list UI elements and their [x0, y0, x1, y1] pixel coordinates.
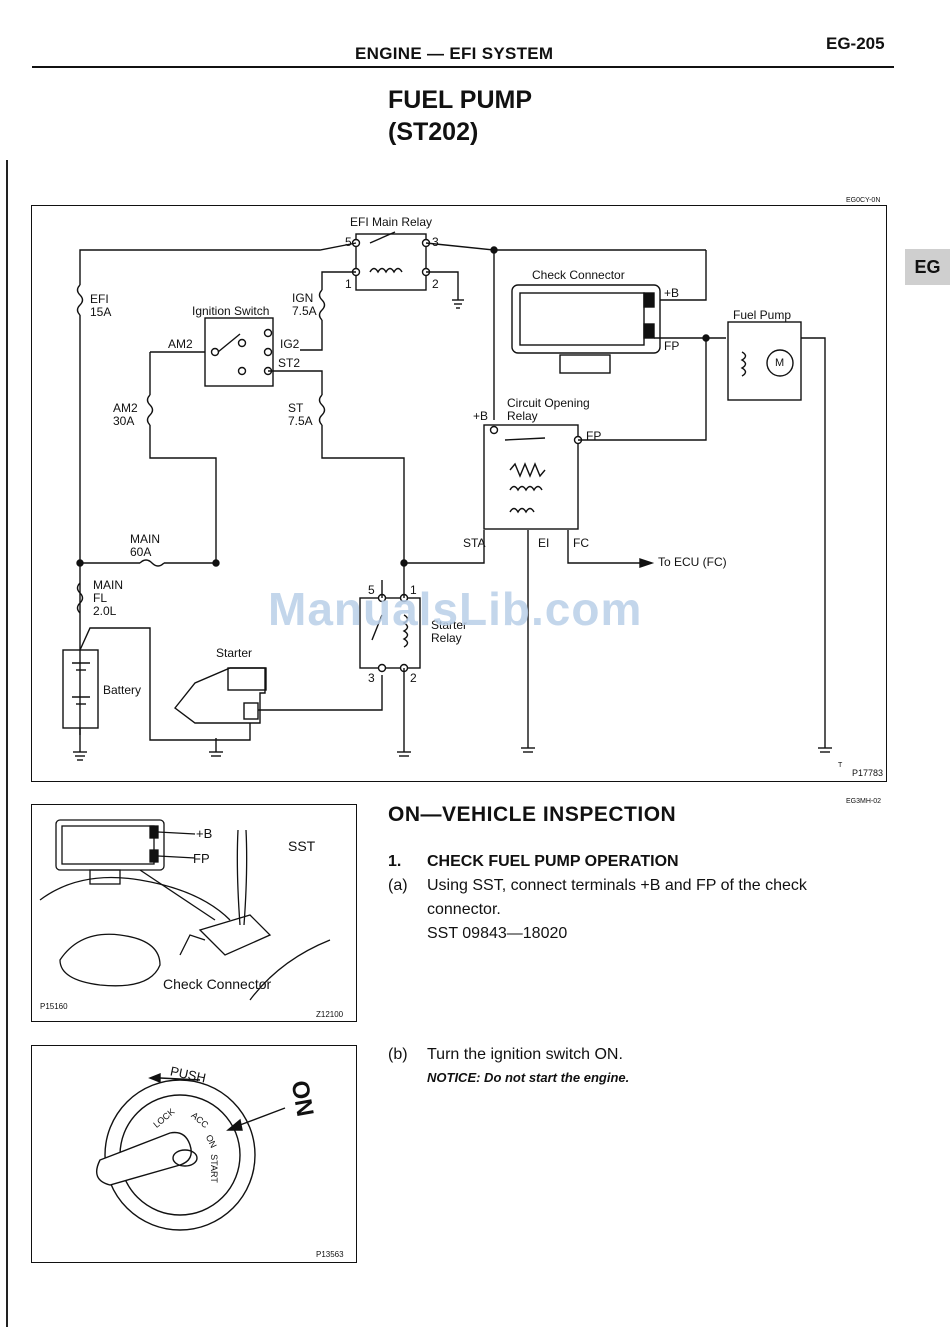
- starter-relay-pin-2: 2: [410, 671, 417, 685]
- motor-label: M: [775, 357, 785, 369]
- connector-plus-b: +B: [664, 286, 680, 300]
- to-ecu-label: To ECU (FC): [658, 555, 727, 569]
- starter-relay-pin-5: 5: [368, 583, 375, 597]
- connector-fp: FP: [664, 339, 680, 353]
- ignition-key-figure: [31, 1045, 357, 1263]
- step-a-line3: SST 09843—18020: [427, 925, 568, 942]
- am2-fuse-label: AM2: [113, 401, 138, 415]
- main-fl-label-3: 2.0L: [93, 604, 117, 618]
- step-a-line2: connector.: [427, 901, 501, 918]
- diagram-figure-id: P17783: [852, 768, 884, 778]
- step1-number: 1.: [388, 853, 402, 870]
- starter-label: Starter: [216, 646, 253, 660]
- header-rule: [32, 66, 894, 68]
- sta-label: STA: [463, 536, 486, 550]
- efi-fuse-amp: 15A: [90, 305, 112, 319]
- main-fuse-amp: 60A: [130, 545, 152, 559]
- check-connector-figure: [31, 804, 357, 1022]
- am2-label: AM2: [168, 337, 193, 351]
- relay-pin-5: 5: [345, 235, 352, 249]
- fig1-fp: FP: [193, 851, 210, 866]
- starter-relay-pin-1: 1: [410, 583, 417, 597]
- diagram-code: EG0CY-0N: [846, 197, 881, 204]
- circuit-opening-relay-label-2: Relay: [507, 409, 538, 423]
- fig1-caption: Check Connector: [163, 976, 272, 992]
- main-fl-label-2: FL: [93, 591, 108, 605]
- st2-label: ST2: [278, 356, 301, 370]
- inspection-code: EG3MH-02: [846, 798, 882, 805]
- st-fuse-label: ST: [288, 401, 304, 415]
- ei-label: EI: [538, 536, 550, 550]
- section-title-line1: FUEL PUMP: [388, 86, 532, 114]
- watermark: ManualsLib.com: [268, 583, 643, 635]
- side-tab[interactable]: EG: [905, 249, 950, 285]
- relay-pin-2: 2: [432, 277, 439, 291]
- circuit-opening-relay-box: [483, 424, 579, 530]
- page-number: EG-205: [826, 34, 885, 53]
- check-connector-label: Check Connector: [532, 268, 625, 282]
- relay-pin-1: 1: [345, 277, 352, 291]
- notice-text: NOTICE: Do not start the engine.: [427, 1070, 630, 1085]
- fig2-start: START: [208, 1154, 219, 1183]
- fig2-on-big: ON: [285, 1078, 319, 1119]
- ign-fuse-label: IGN: [292, 291, 314, 305]
- efi-main-relay-label: EFI Main Relay: [350, 215, 433, 229]
- fig1-id-right: Z12100: [316, 1010, 344, 1019]
- fig2-id: P13563: [316, 1250, 344, 1259]
- fc-label: FC: [573, 536, 589, 550]
- step-b-label: (b): [388, 1046, 408, 1063]
- step-b-line1: Turn the ignition switch ON.: [427, 1046, 623, 1063]
- fuel-pump-box: [727, 321, 802, 401]
- relay-pin-3: 3: [432, 235, 439, 249]
- st-fuse-amp: 7.5A: [288, 414, 313, 428]
- main-fuse-label: MAIN: [130, 532, 160, 546]
- inspection-title: ON—VEHICLE INSPECTION: [388, 803, 677, 826]
- cor-plus-b: +B: [473, 409, 489, 423]
- ignition-switch-label: Ignition Switch: [192, 304, 270, 318]
- circuit-opening-relay-label-1: Circuit Opening: [507, 396, 590, 410]
- header-title: ENGINE — EFI SYSTEM: [355, 44, 554, 63]
- diagram-corner-mark: T: [838, 762, 843, 769]
- fuel-pump-label: Fuel Pump: [733, 308, 792, 322]
- efi-fuse-label: EFI: [90, 292, 109, 306]
- section-title: FUEL PUMP (ST202): [388, 84, 532, 148]
- cor-fp: FP: [586, 429, 602, 443]
- fig1-id-left: P15160: [40, 1002, 68, 1011]
- binding-edge-line: [6, 160, 8, 1327]
- fig1-sst: SST: [288, 838, 316, 854]
- section-title-line2: (ST202): [388, 118, 479, 146]
- main-fl-label-1: MAIN: [93, 578, 123, 592]
- step-a-line1: Using SST, connect terminals +B and FP o…: [427, 877, 807, 894]
- starter-relay-box: [359, 597, 421, 669]
- step-a-label: (a): [388, 877, 408, 894]
- battery-label: Battery: [103, 683, 142, 697]
- starter-relay-pin-3: 3: [368, 671, 375, 685]
- step1-title: CHECK FUEL PUMP OPERATION: [427, 853, 679, 870]
- am2-fuse-amp: 30A: [113, 414, 135, 428]
- starter-relay-label-2: Relay: [431, 631, 462, 645]
- starter-relay-label-1: Starter: [431, 618, 468, 632]
- ign-fuse-amp: 7.5A: [292, 304, 317, 318]
- fig1-plus-b: +B: [196, 826, 213, 841]
- fuel-pump-wiring-diagram: [31, 205, 887, 782]
- ig2-label: IG2: [280, 337, 300, 351]
